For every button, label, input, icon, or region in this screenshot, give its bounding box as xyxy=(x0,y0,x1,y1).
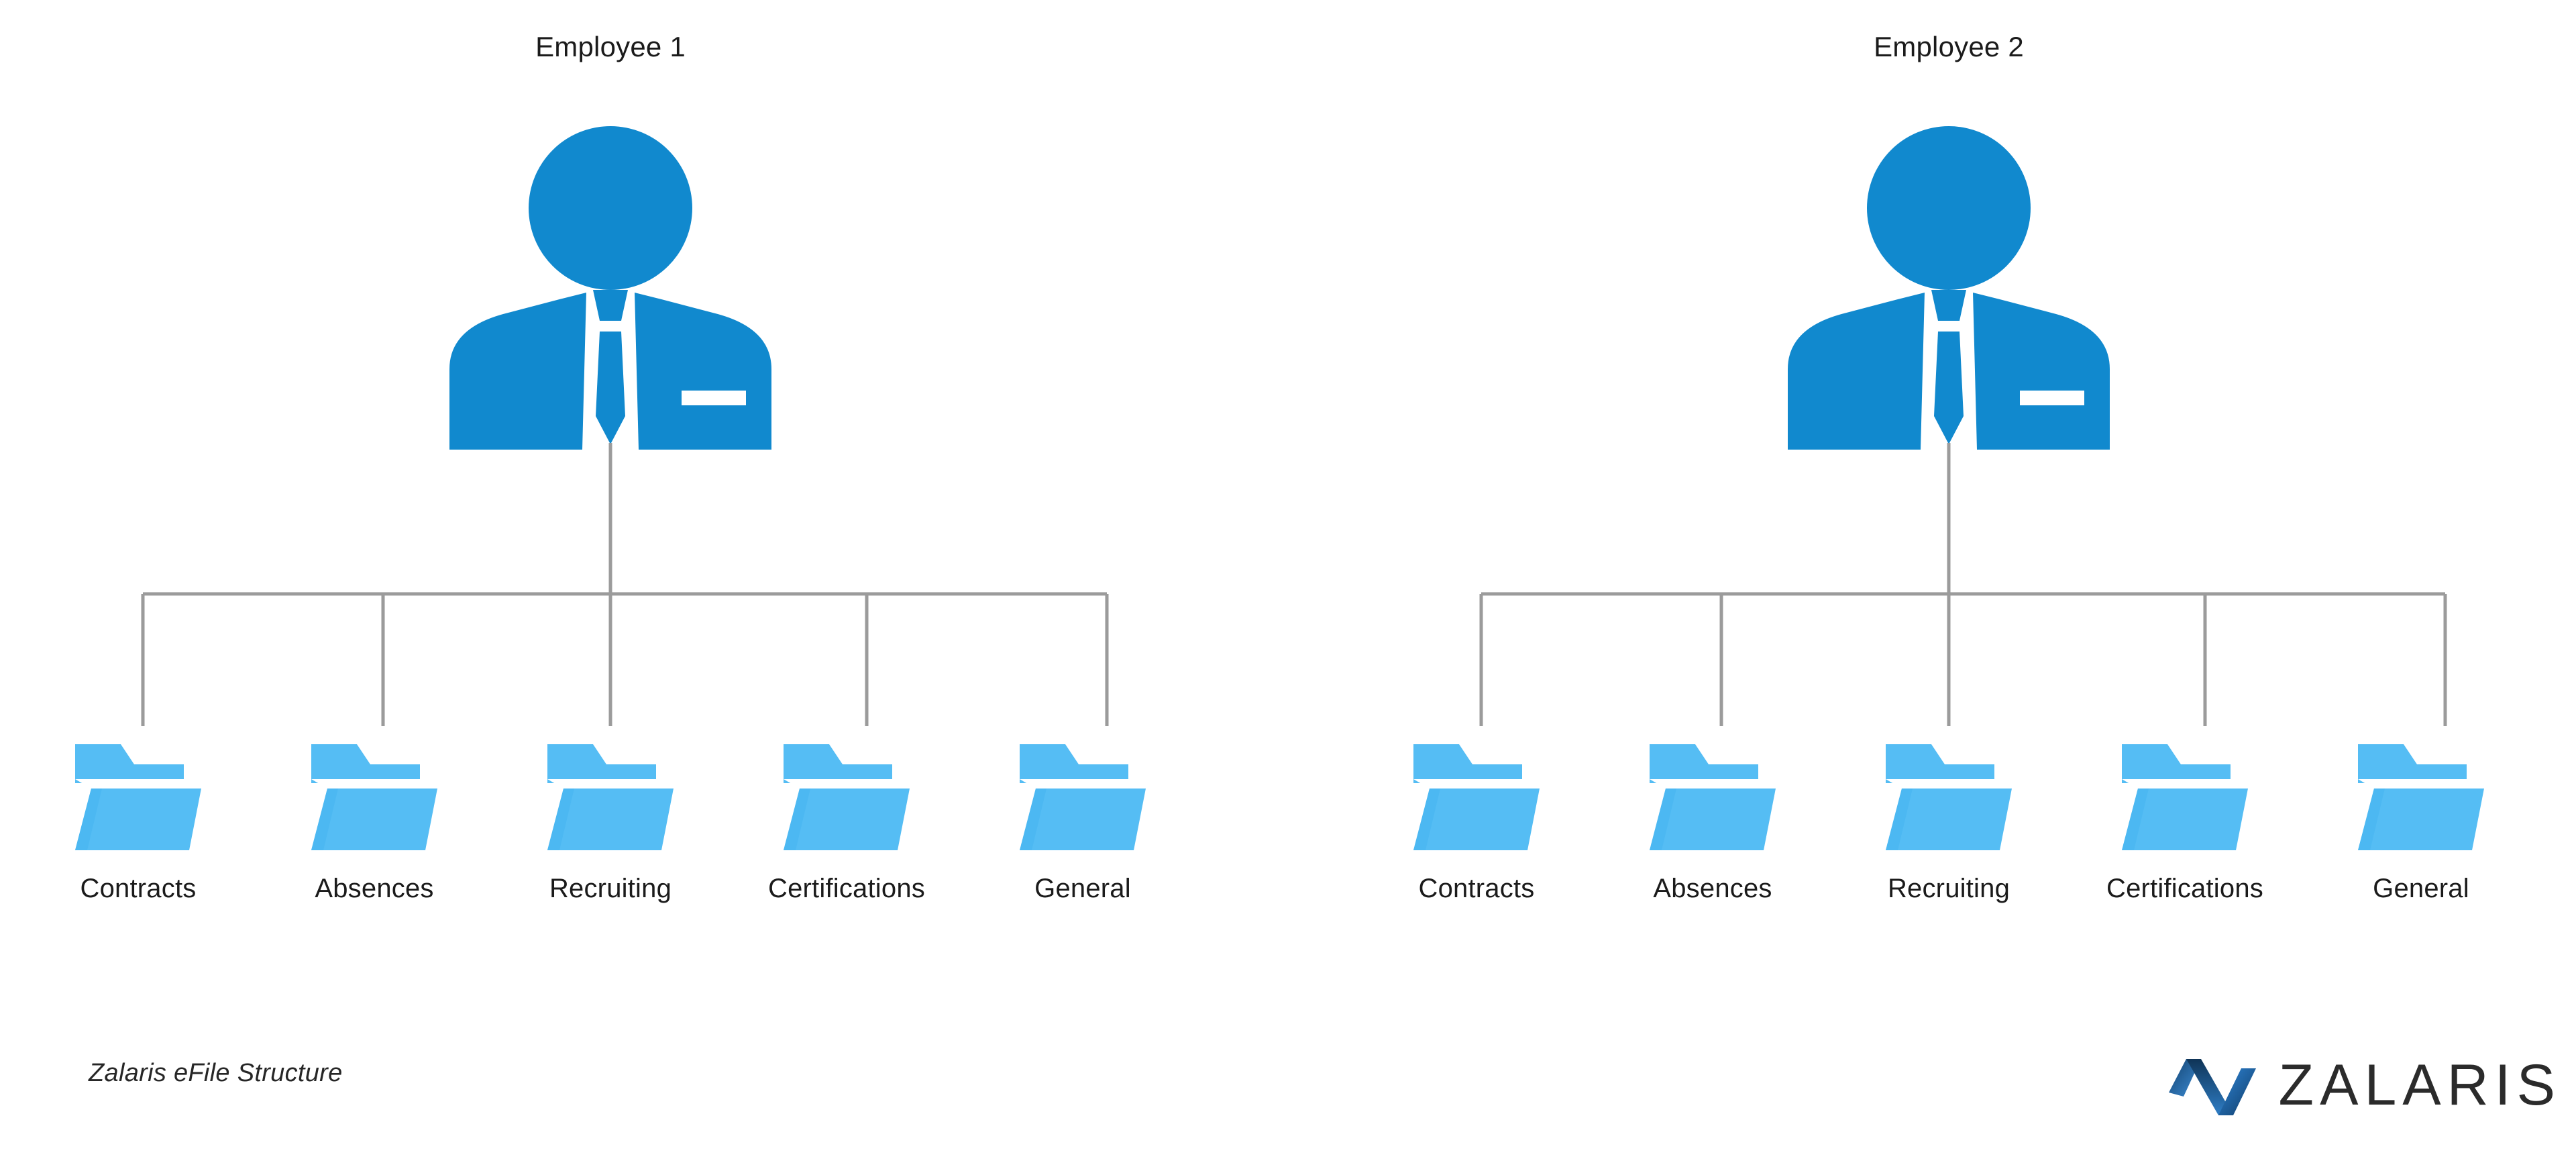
folder-item-contracts[interactable]: Contracts xyxy=(1358,735,1595,904)
open-folder-icon xyxy=(2111,735,2259,859)
folder-row: Contracts Absences xyxy=(1358,735,2539,956)
employee-group-1: Employee 1 xyxy=(20,0,1201,980)
folder-item-certifications[interactable]: Certifications xyxy=(729,735,965,904)
open-folder-icon xyxy=(1639,735,1786,859)
open-folder-icon xyxy=(64,735,212,859)
zalaris-wordmark: ZALARIS xyxy=(2278,1053,2561,1117)
connector-lines xyxy=(20,443,1201,738)
folder-item-absences[interactable]: Absences xyxy=(1595,735,1831,904)
open-folder-icon xyxy=(1403,735,1550,859)
folder-label: Contracts xyxy=(80,874,197,903)
folder-item-recruiting[interactable]: Recruiting xyxy=(1831,735,2067,904)
open-folder-icon xyxy=(1009,735,1157,859)
folder-item-certifications[interactable]: Certifications xyxy=(2067,735,2303,904)
open-folder-icon xyxy=(1875,735,2023,859)
employee-person-icon xyxy=(1358,101,2539,456)
folder-label: Absences xyxy=(1653,874,1772,903)
folder-item-recruiting[interactable]: Recruiting xyxy=(492,735,729,904)
zalaris-zigzag-logo-icon xyxy=(2166,1048,2267,1122)
open-folder-icon xyxy=(2347,735,2495,859)
folder-item-absences[interactable]: Absences xyxy=(256,735,492,904)
folder-label: Recruiting xyxy=(1887,874,2010,903)
folder-row: Contracts Absences xyxy=(20,735,1201,956)
open-folder-icon xyxy=(537,735,684,859)
employee-person-icon xyxy=(20,101,1201,456)
folder-label: Certifications xyxy=(768,874,925,903)
folder-label: Contracts xyxy=(1418,874,1535,903)
employee-group-2: Employee 2 xyxy=(1358,0,2539,980)
folder-label: Absences xyxy=(315,874,434,903)
zalaris-logo: ZALARIS xyxy=(2166,1041,2561,1129)
diagram-caption: Zalaris eFile Structure xyxy=(89,1059,343,1087)
connector-lines xyxy=(1358,443,2539,738)
employee-title: Employee 2 xyxy=(1874,31,2024,62)
folder-label: General xyxy=(1034,874,1131,903)
folder-item-general[interactable]: General xyxy=(2303,735,2539,904)
employee-title: Employee 1 xyxy=(535,31,686,62)
folder-item-general[interactable]: General xyxy=(965,735,1201,904)
folder-label: Certifications xyxy=(2106,874,2263,903)
folder-label: Recruiting xyxy=(549,874,672,903)
folder-label: General xyxy=(2373,874,2469,903)
open-folder-icon xyxy=(301,735,448,859)
folder-item-contracts[interactable]: Contracts xyxy=(20,735,256,904)
open-folder-icon xyxy=(773,735,920,859)
